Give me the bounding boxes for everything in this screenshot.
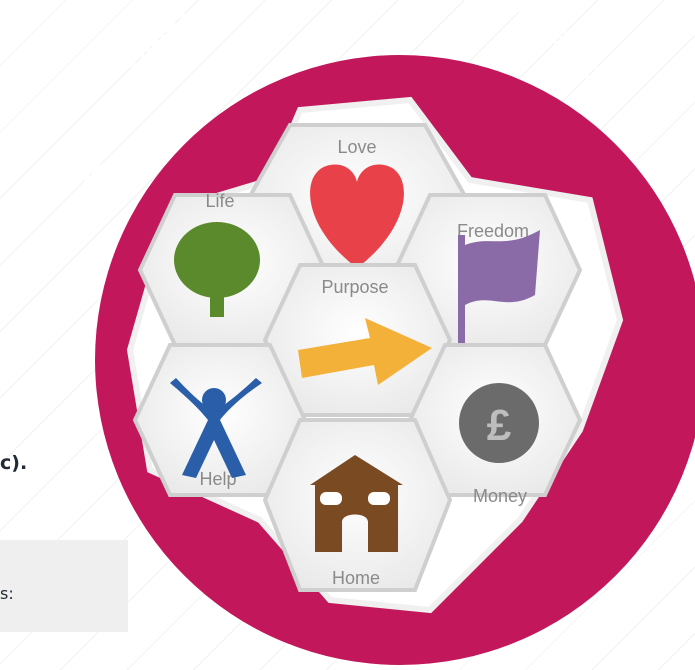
house-icon [310,455,403,552]
label-life: Life [205,191,234,211]
tree-icon [174,222,260,317]
label-money: Money [473,486,527,506]
flag-icon [458,230,540,355]
pound-coin-icon: £ [459,383,539,463]
cropped-body-text: c). [0,452,28,474]
label-love: Love [337,137,376,157]
cropped-box-text: s: [0,584,14,603]
label-help: Help [199,469,236,489]
label-freedom: Freedom [457,221,529,241]
svg-text:£: £ [487,401,512,450]
key-home: Home [262,418,453,592]
arrow-icon [298,318,432,385]
person-icon [170,378,262,478]
label-purpose: Purpose [321,277,388,297]
cropped-sidebar-box: s: [0,540,128,632]
heart-icon [310,164,404,268]
label-home: Home [332,568,380,588]
key-money: Money £ [407,343,583,506]
